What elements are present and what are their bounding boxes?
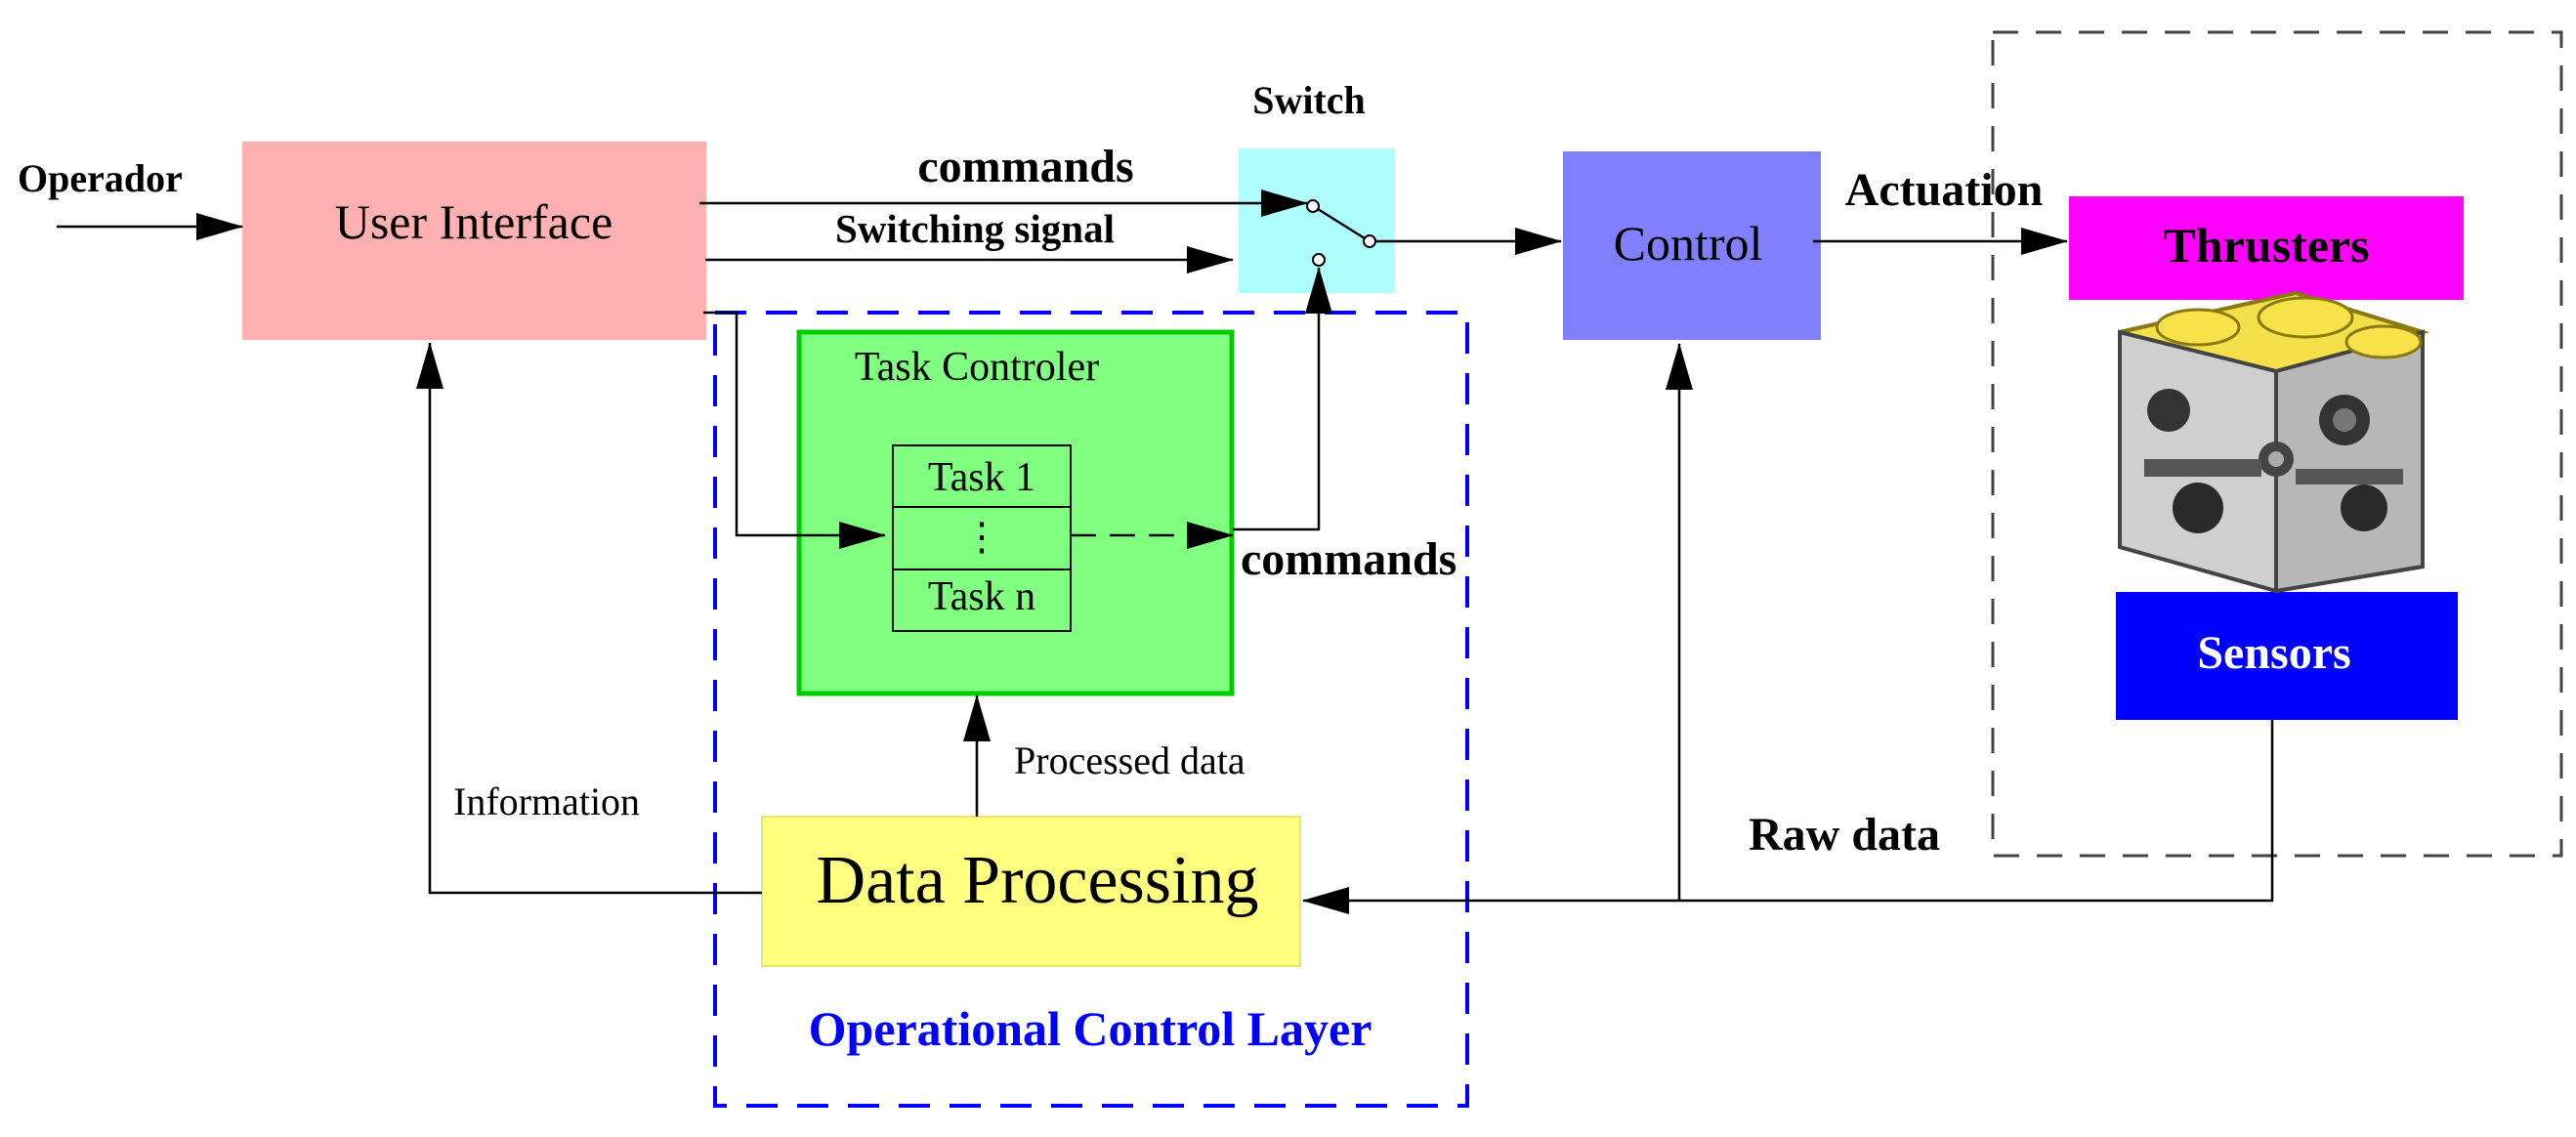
commands-to-switch-arrow (1233, 267, 1332, 531)
actuation-label: Actuation (1845, 164, 2044, 216)
information-arrow (416, 342, 762, 895)
task-n-label: Task n (928, 574, 1035, 619)
operational-layer-label: Operational Control Layer (809, 1001, 1372, 1056)
ui-to-task-arrow (703, 311, 886, 549)
rov-underwater-vehicle-icon (2118, 290, 2430, 594)
switching-signal-label: Switching signal (835, 206, 1115, 251)
control-label: Control (1614, 216, 1763, 271)
vehicle-boundary (1991, 30, 2563, 858)
task-list (892, 444, 1072, 632)
connectors (57, 190, 2274, 914)
data-processing-block (761, 816, 1301, 967)
switch-label: Switch (1252, 78, 1366, 122)
user-interface-block (242, 142, 706, 340)
data-processing-label: Data Processing (817, 843, 1259, 918)
user-interface-label: User Interface (335, 194, 613, 249)
control-block (1563, 151, 1821, 340)
thrusters-label: Thrusters (2163, 218, 2369, 273)
information-label: Information (453, 779, 640, 823)
switch-contacts (1306, 199, 1376, 267)
task-commands-label: commands (1241, 533, 1457, 585)
thrusters-block (2069, 196, 2464, 300)
operator-label: Operador (18, 156, 183, 200)
sensors-block (2116, 592, 2458, 720)
sensors-label: Sensors (2197, 627, 2350, 679)
switch-block (1239, 148, 1395, 293)
task-dots-label: ⋮ (962, 515, 1001, 559)
processed-data-label: Processed data (1014, 738, 1246, 782)
task-controller-block (796, 329, 1235, 696)
task-1-label: Task 1 (928, 455, 1035, 500)
operational-layer-boundary (713, 311, 1469, 1108)
task-controller-label: Task Controler (855, 345, 1099, 390)
commands-label: commands (917, 141, 1133, 192)
raw-data-arrow (1302, 720, 2274, 914)
raw-data-label: Raw data (1749, 809, 1940, 861)
